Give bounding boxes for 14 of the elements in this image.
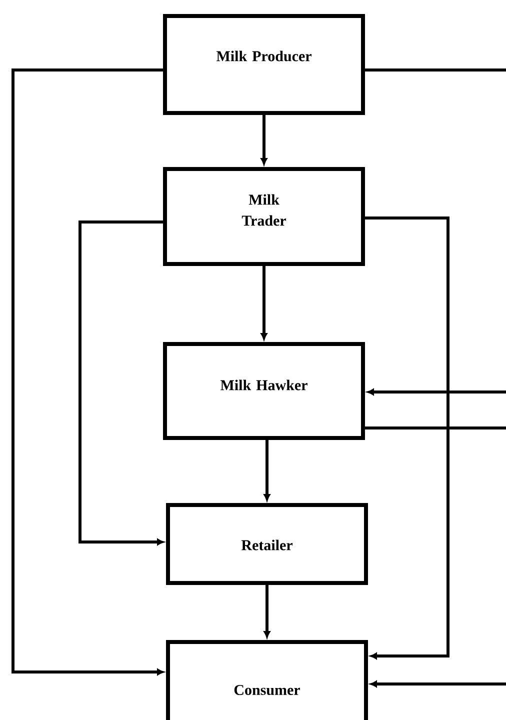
- arrow: [365, 68, 506, 396]
- process-box: Retailer: [166, 503, 368, 585]
- process-box: Consumer: [166, 640, 368, 720]
- arrow: [260, 266, 268, 340]
- arrow: [78, 220, 164, 546]
- arrow: [12, 68, 164, 676]
- process-box: Milk Producer: [163, 14, 365, 115]
- arrow: [260, 115, 268, 165]
- arrow: [365, 426, 506, 688]
- process-box: Milk Hawker: [163, 342, 365, 440]
- process-box: Milk Trader: [163, 167, 365, 266]
- arrow: [264, 440, 270, 501]
- arrow: [264, 585, 270, 638]
- arrow: [365, 216, 450, 660]
